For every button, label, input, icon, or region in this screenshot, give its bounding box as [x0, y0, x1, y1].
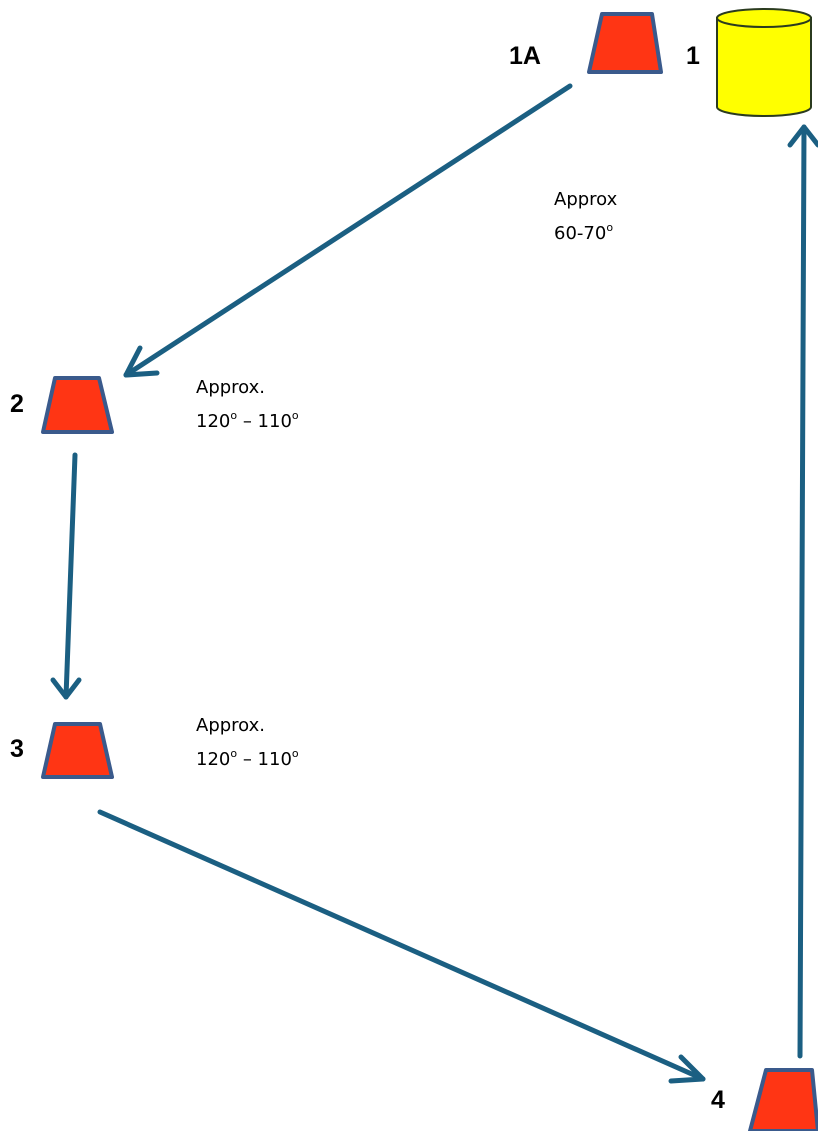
- angle-note-line1: Approx.: [196, 715, 266, 736]
- station-label-1: 1: [686, 42, 700, 70]
- arrow-3-to-4: [97, 809, 706, 1084]
- arrow-1a-to-2: [123, 83, 573, 378]
- angle-note-line2: 60-70o: [554, 221, 614, 244]
- station-label-1a: 1A: [509, 42, 541, 70]
- arrows: [50, 83, 818, 1084]
- cone-4-icon: [748, 1068, 818, 1131]
- station-label-3: 3: [10, 735, 24, 763]
- angle-note-1a: Approx 60-70o: [554, 183, 617, 251]
- cone-1a-icon: [587, 12, 663, 74]
- angle-note-line1: Approx.: [196, 377, 266, 398]
- angle-note-line2: 120o – 110o: [196, 747, 299, 770]
- cone-3-icon: [41, 722, 114, 779]
- angle-note-line1: Approx: [554, 189, 618, 210]
- arrow-4-to-1: [787, 124, 818, 1059]
- angle-note-line2: 120o – 110o: [196, 409, 299, 432]
- station-label-2: 2: [10, 390, 24, 418]
- arrow-2-to-3: [50, 452, 82, 700]
- station-label-4: 4: [711, 1086, 725, 1114]
- angle-note-3: Approx. 120o – 110o: [196, 709, 299, 777]
- angle-note-2: Approx. 120o – 110o: [196, 371, 299, 439]
- cylinder-1-icon: [716, 8, 812, 117]
- cone-2-icon: [41, 376, 114, 434]
